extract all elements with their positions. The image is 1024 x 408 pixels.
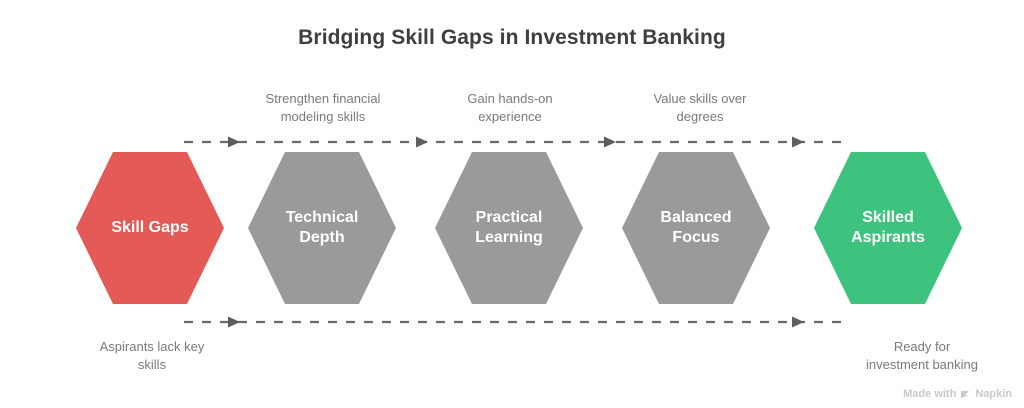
flow-node-practical-learning[interactable]: Practical Learning [435,152,583,304]
napkin-logo-icon [960,389,971,400]
arrowhead-icon [792,316,804,328]
flow-node-label: Skill Gaps [111,219,189,236]
caption-start-state: Aspirants lack key skills [99,339,205,373]
flow-connector-top [184,134,846,150]
arrowhead-icon [228,316,240,328]
flow-node-label: Balanced Focus [660,209,732,246]
flow-node-balanced-focus[interactable]: Balanced Focus [622,152,770,304]
caption-step-2: Gain hands-on experience [467,91,553,125]
page-title: Bridging Skill Gaps in Investment Bankin… [298,26,726,49]
dashed-arrow-line-bottom [184,316,846,328]
caption-step-3: Value skills over degrees [653,91,747,125]
flow-node-label: Technical Depth [285,209,359,246]
flow-node-label: Practical Learning [475,209,543,246]
caption-end-state: Ready for investment banking [865,339,978,373]
flow-node-skilled-aspirants[interactable]: Skilled Aspirants [814,152,962,304]
flow-connector-bottom [184,314,846,330]
watermark-text: Made with [903,388,957,400]
flow-node-label: Skilled Aspirants [851,209,925,246]
arrowhead-icon [792,136,804,148]
flow-node-technical-depth[interactable]: Technical Depth [248,152,396,304]
arrowhead-icon [228,136,240,148]
flow-node-skill-gaps[interactable]: Skill Gaps [76,152,224,304]
caption-step-1: Strengthen financial modeling skills [265,91,381,125]
watermark: Made with Napkin [903,388,1012,400]
arrowhead-icon [416,136,428,148]
watermark-brand: Napkin [975,388,1012,400]
dashed-arrow-line-top [184,136,846,148]
arrowhead-icon [604,136,616,148]
